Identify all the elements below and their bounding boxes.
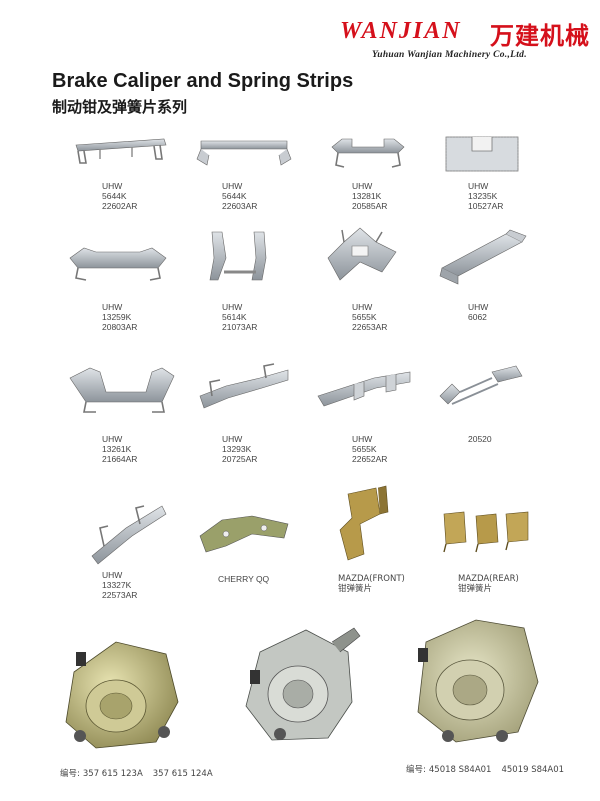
spring-strip-image <box>66 362 176 416</box>
spring-strip-image <box>442 133 522 177</box>
brand-name-cn: 万建机械 <box>490 22 590 50</box>
caliper-codes-right: 编号:45018 S84A01 45019 S84A01 <box>406 763 574 775</box>
spring-strip-image <box>440 508 532 558</box>
spring-strip-image <box>314 366 414 416</box>
spring-strip-image <box>86 498 168 568</box>
brake-caliper-image <box>236 622 364 750</box>
caliper-codes-left: 编号:357 615 123A 357 615 124A <box>60 767 223 779</box>
brake-caliper-image <box>56 632 186 756</box>
spring-strip-image <box>195 135 295 175</box>
part-code: 357 615 123A <box>82 769 143 779</box>
codes-label: 编号: <box>406 765 426 775</box>
codes-label: 编号: <box>60 769 80 779</box>
spring-strip-image <box>330 484 394 570</box>
spring-strip-image <box>66 238 170 284</box>
spring-strip-image <box>204 228 274 288</box>
spring-strip-image <box>328 133 408 175</box>
spring-strip-image <box>320 222 406 292</box>
part-caption: MAZDA(REAR)钳弹簧片 <box>458 574 519 594</box>
spring-strip-image <box>436 228 528 288</box>
brand-logo: WANJIAN 万建机械 Yuhuan Wanjian Machinery Co… <box>340 12 590 62</box>
part-caption: MAZDA(FRONT)钳弹簧片 <box>338 574 405 594</box>
spring-strip-image <box>196 360 292 418</box>
part-code: 45019 S84A01 <box>501 765 565 775</box>
part-code: 45018 S84A01 <box>428 765 492 775</box>
brand-name-en: WANJIAN <box>340 18 462 44</box>
spring-strip-image <box>70 135 170 175</box>
spring-strip-image <box>432 362 528 416</box>
company-name: Yuhuan Wanjian Machinery Co.,Ltd. <box>372 50 527 60</box>
spring-strip-image <box>196 506 292 562</box>
part-code: 357 615 124A <box>152 769 213 779</box>
part-caption: 20520 <box>468 434 492 444</box>
page-subtitle: 制动钳及弹簧片系列 <box>52 98 188 116</box>
brake-caliper-image <box>406 612 546 752</box>
page-title: Brake Caliper and Spring Strips <box>52 70 354 92</box>
part-caption: CHERRY QQ <box>218 574 270 584</box>
